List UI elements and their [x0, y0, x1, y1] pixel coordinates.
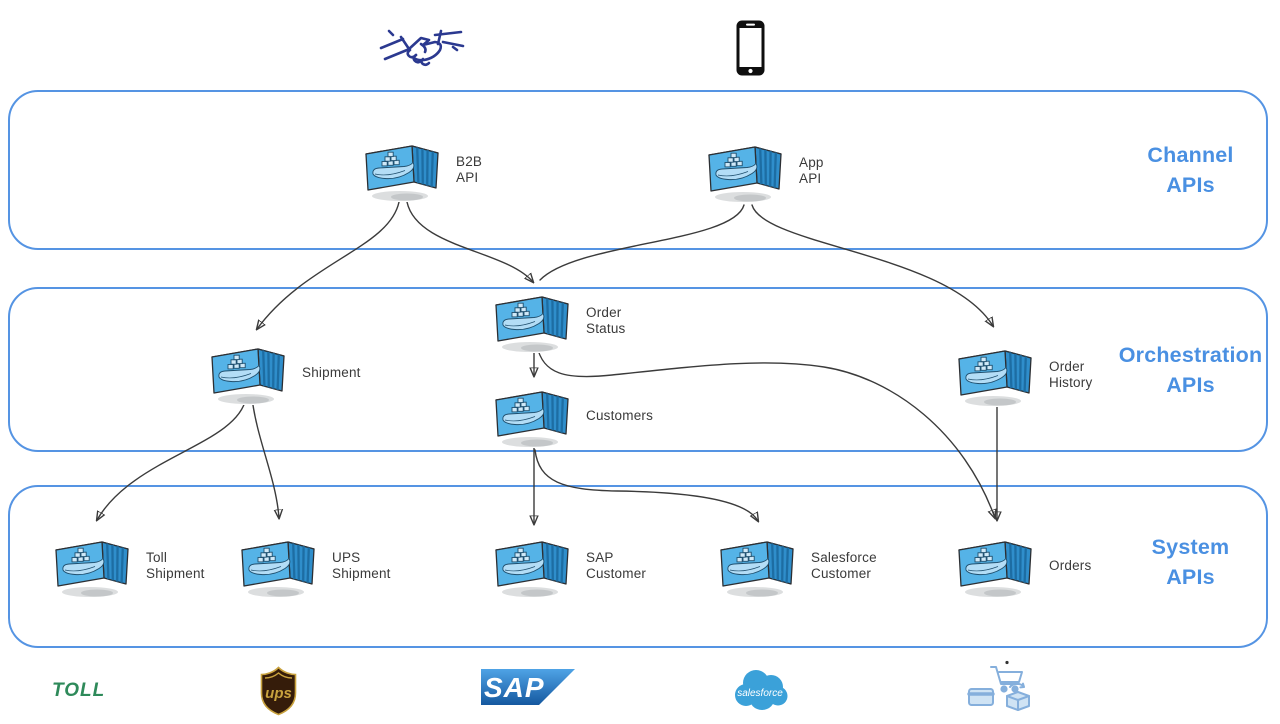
node-label-salesforce-customer: Salesforce Customer [811, 550, 877, 581]
docker-container-icon [236, 534, 324, 598]
ups-logo-text: ups [265, 685, 292, 702]
docker-container-icon [360, 138, 448, 202]
docker-whale [248, 547, 291, 576]
salesforce-logo-text: salesforce [737, 688, 783, 699]
band-label-orchestration: Orchestration APIs [1118, 342, 1263, 397]
node-customers: Customers [490, 384, 653, 448]
docker-whale [502, 547, 545, 576]
node-label-sap-customer: SAP Customer [586, 550, 647, 581]
node-label-b2b-api: B2B API [456, 154, 483, 185]
node-label-orders: Orders [1049, 558, 1092, 574]
docker-whale [727, 547, 770, 576]
node-label-app-api: App API [799, 155, 824, 186]
docker-container-icon [50, 534, 138, 598]
node-order-status: Order Status [490, 289, 625, 353]
node-order-history: Order History [953, 343, 1092, 407]
docker-whale [965, 547, 1008, 576]
toll-logo-text: TOLL [52, 680, 106, 701]
docker-container-icon [953, 343, 1041, 407]
node-app-api: App API [703, 139, 823, 203]
docker-container-icon [490, 289, 578, 353]
node-label-ups-shipment: UPS Shipment [332, 550, 391, 581]
smartphone-icon [736, 20, 765, 81]
node-label-toll-shipment: Toll Shipment [146, 550, 205, 581]
node-shipment: Shipment [206, 341, 360, 405]
band-label-system: System APIs [1151, 534, 1230, 589]
node-label-shipment: Shipment [302, 365, 361, 381]
sap-logo-text: SAP [484, 672, 545, 703]
handshake-icon [377, 22, 465, 85]
node-toll-shipment: Toll Shipment [50, 534, 204, 598]
node-label-order-history: Order History [1049, 359, 1093, 390]
docker-container-icon [206, 341, 294, 405]
node-ups-shipment: UPS Shipment [236, 534, 390, 598]
node-sap-customer: SAP Customer [490, 534, 646, 598]
ecommerce-icons [967, 660, 1033, 717]
docker-whale [965, 356, 1008, 385]
cart-icon [990, 666, 1020, 685]
docker-whale [502, 397, 545, 426]
salesforce-logo: salesforce [731, 666, 789, 718]
docker-whale [62, 547, 105, 576]
docker-container-icon [953, 534, 1041, 598]
docker-whale [218, 354, 261, 383]
node-label-customers: Customers [586, 408, 654, 424]
docker-container-icon [490, 384, 578, 448]
node-salesforce-customer: Salesforce Customer [715, 534, 877, 598]
docker-container-icon [715, 534, 803, 598]
docker-whale [715, 152, 758, 181]
band-label-channel: Channel APIs [1147, 143, 1234, 197]
docker-whale [372, 151, 415, 180]
node-b2b-api: B2B API [360, 138, 482, 202]
toll-logo: TOLL [52, 680, 105, 702]
package-box-icon [1006, 682, 1030, 711]
credit-card-icon [967, 688, 995, 706]
ups-logo: ups [260, 666, 297, 721]
sap-logo: SAP [481, 669, 575, 710]
node-orders: Orders [953, 534, 1091, 598]
docker-container-icon [490, 534, 578, 598]
docker-whale [502, 302, 545, 331]
node-label-order-status: Order Status [586, 305, 626, 336]
docker-container-icon [703, 139, 791, 203]
